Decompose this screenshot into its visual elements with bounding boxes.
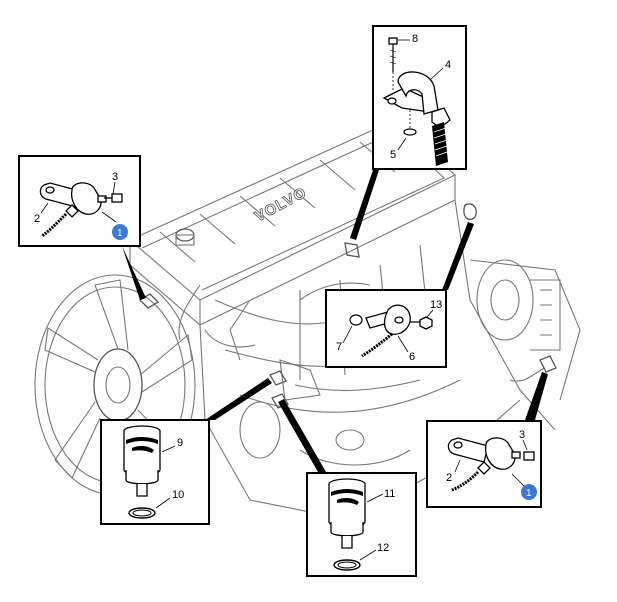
speed-sensor-part (39, 182, 123, 238)
callout-bottom-sensor: 11 12 (306, 472, 417, 577)
bracket-number-label: 2 (34, 213, 40, 225)
bolt-number-label: 8 (412, 33, 418, 45)
pressure-sensor-part (328, 478, 366, 571)
sensor-number-label: 9 (177, 437, 183, 449)
highlight-badge (112, 224, 128, 240)
leader-lines (122, 167, 548, 472)
seal-number-label: 12 (377, 542, 389, 554)
engine-brand-text: VOLVO (252, 184, 310, 225)
sensor-mounts (138, 203, 557, 409)
callout-upper-left-sensor: 3 2 1 (18, 155, 141, 247)
part-number-label: 3 (519, 429, 525, 441)
seal-number-label: 10 (172, 489, 184, 501)
top-sensor-part (382, 37, 451, 166)
seal-number-label: 7 (336, 341, 342, 353)
callout-middle-sensor: 13 7 6 (325, 289, 447, 368)
seal-number-label: 5 (390, 149, 396, 161)
bolt-number-label: 13 (430, 299, 442, 311)
temperature-sensor-part (123, 425, 161, 519)
badge-number-label: 1 (117, 228, 123, 239)
sensor-number-label: 11 (384, 488, 395, 500)
bracket-number-label: 2 (446, 472, 452, 484)
part-number-label: 3 (112, 171, 118, 183)
callout-lower-left-sensor: 9 10 (100, 419, 210, 525)
callout-top-sensor: 8 4 5 (372, 25, 467, 170)
callout-right-sensor: 3 2 1 (426, 420, 542, 508)
sensor-number-label: 4 (445, 59, 451, 71)
speed-sensor-part (447, 437, 535, 492)
knock-sensor-part (349, 304, 433, 358)
highlight-badge (521, 484, 537, 500)
badge-number-label: 1 (526, 488, 532, 499)
sensor-number-label: 6 (409, 351, 415, 363)
